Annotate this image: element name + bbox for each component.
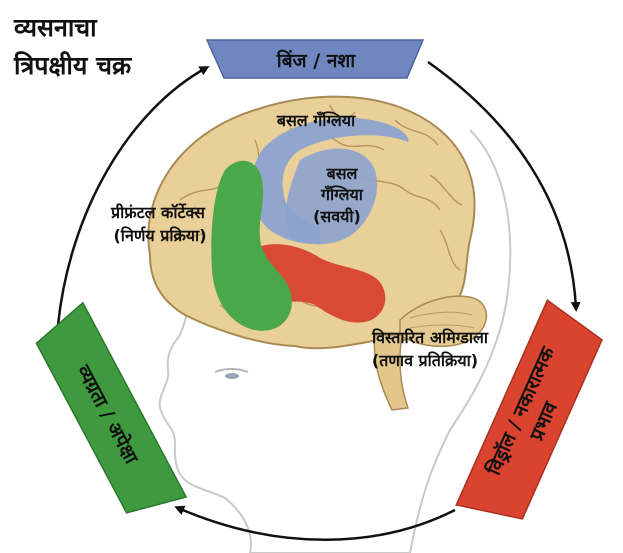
basal-ganglia-outer-label: बसल गॅंग्लिया (276, 111, 356, 130)
basal-ganglia-inner-label-3: (सवयी) (313, 207, 361, 226)
title-line-1: व्यसनाचा (13, 13, 98, 42)
prefrontal-label-2: (निर्णय प्रक्रिया) (113, 226, 206, 245)
stage-binge-label: बिंज / नशा (276, 49, 357, 72)
extended-amygdala-region (246, 244, 386, 323)
basal-ganglia-inner-label-2: गॅंग्लिया (320, 185, 364, 204)
title-line-2: त्रिपक्षीय चक्र (13, 51, 133, 80)
basal-ganglia-region (252, 117, 409, 245)
arrow-preoccupation-to-binge (56, 66, 210, 326)
stage-binge: बिंज / नशा (205, 39, 425, 79)
prefrontal-label-1: प्रीफ्रंटल कॉर्टेक्स (110, 203, 206, 222)
amygdala-label-2: (तणाव प्रतिक्रिया) (372, 351, 478, 370)
amygdala-label-1: विस्तारित अमिग्डाला (371, 328, 489, 347)
region-labels: बसल गॅंग्लिया बसल गॅंग्लिया (सवयी) प्रीफ… (110, 111, 489, 370)
basal-ganglia-inner-label-1: बसल (326, 164, 359, 183)
prefrontal-cortex-region (211, 160, 292, 331)
cycle-arrows (56, 60, 581, 541)
head-silhouette (158, 129, 512, 553)
diagram-title: व्यसनाचा त्रिपक्षीय चक्र (13, 13, 133, 80)
arrow-binge-to-withdrawal (427, 60, 581, 312)
arrow-withdrawal-to-preoccupation (174, 505, 456, 541)
